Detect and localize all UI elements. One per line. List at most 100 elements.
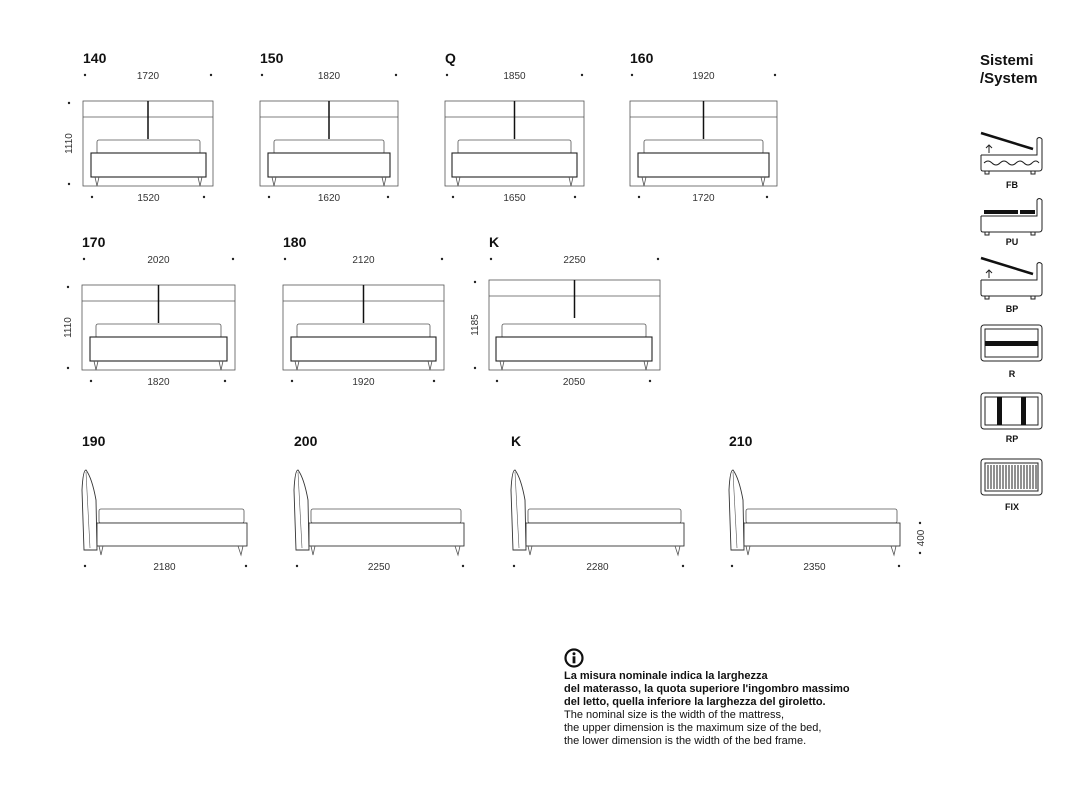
dimension-dot [231,257,235,261]
leg [745,545,751,556]
front-view-size-label: 140 [83,50,107,66]
headboard-side-seam [297,471,303,549]
mattress [643,139,764,155]
front-view-bed-drawing [282,284,445,371]
front-view-bed-drawing [259,100,399,187]
system-code-label: RP [1006,434,1019,444]
leg [427,360,433,371]
front-view-bed-drawing [81,284,236,371]
front-view-size-label: 160 [630,50,654,66]
storage-lift-icon [980,256,1043,300]
mattress-side [310,508,462,524]
dimension-dot [656,257,660,261]
leg [454,545,461,557]
front-view-size-label: 170 [82,234,106,250]
dimension-dot [67,101,71,105]
note-en-line-3: the lower dimension is the width of the … [564,735,807,747]
bed-frame [90,152,207,178]
headboard-side [510,469,527,551]
lift-panel [980,256,1034,276]
front-view-bed-drawing [444,100,585,187]
systems-title: Sistemi /System [980,52,1038,88]
dimension-dot [83,564,87,568]
height-dimension: 1185 [470,314,481,336]
dimension-dot [90,195,94,199]
leg [455,176,461,187]
headboard-side-seam [732,471,738,549]
dimension-dot [223,379,227,383]
leg [641,176,647,187]
bed-frame [290,336,437,362]
upper-dimension: 2020 [147,255,170,266]
front-view-bed-drawing [629,100,778,187]
lower-dimension: 2050 [563,377,586,388]
dimension-dot [89,379,93,383]
leg [218,360,224,371]
upper-dimension: 1820 [318,71,341,82]
upper-dimension: 1920 [692,71,715,82]
leg [527,545,533,556]
bed-frame-side [96,522,248,547]
size-note: La misura nominale indica la larghezza d… [564,648,850,748]
dimension-dot [67,182,71,186]
dimension-dot [202,195,206,199]
slat-bar [1020,210,1035,214]
bed-headboard [981,137,1043,156]
dimension-dot [918,521,922,525]
lower-dimension: 1520 [137,193,160,204]
dimension-dot [580,73,584,77]
bed-outline [980,200,1043,233]
wave-line [983,160,1040,166]
front-view-bed-drawing [82,100,214,187]
dimension-dot [66,366,70,370]
leg [499,360,505,371]
dimension-dot [244,564,248,568]
slatted-base-icon [980,198,1043,236]
slat-frame-reinforced-icon [980,392,1043,430]
note-it-line-1: La misura nominale indica la larghezza [564,670,768,682]
dimension-dot [295,564,299,568]
lower-dimension: 1720 [692,193,715,204]
upper-dimension: 2120 [352,255,375,266]
dimension-dot [512,564,516,568]
lift-panel [980,131,1034,151]
front-view-size-label: K [489,234,499,250]
frame-outer [980,458,1043,496]
note-it-line-2: del materasso, la quota superiore l'ingo… [564,683,850,695]
lower-dimension: 1620 [318,193,341,204]
bed-frame [267,152,391,178]
bed-frame-side [743,522,901,547]
bed-outline [980,139,1043,172]
upper-dimension: 2250 [563,255,586,266]
leg [760,176,766,187]
leg [94,176,100,187]
dimension-dot [630,73,634,77]
systems-title-en: /System [980,70,1038,87]
leg [237,545,244,557]
dimension-dot [765,195,769,199]
bed-frame [89,336,228,362]
dimension-dot [473,280,477,284]
leg [294,360,300,371]
bed-frame-side [525,522,685,547]
dimension-dot [260,73,264,77]
lift-arrow [985,144,993,153]
front-view-bed-drawing [488,279,661,371]
bed-frame [637,152,770,178]
dimension-dot [918,551,922,555]
upper-dimension: 1850 [503,71,526,82]
dimension-dot [66,285,70,289]
slat-bar [997,397,1002,425]
side-view-bed-drawing [510,469,685,557]
dimension-dot [495,379,499,383]
frame-outer [980,392,1043,430]
note-en-line-2: the upper dimension is the maximum size … [564,722,822,734]
side-view-bed-drawing [728,469,901,557]
dimension-dot [451,195,455,199]
leg [271,176,277,187]
dimension-dot [83,73,87,77]
headboard-side [293,469,310,551]
front-view-size-label: Q [445,50,456,66]
dimension-dot [473,366,477,370]
